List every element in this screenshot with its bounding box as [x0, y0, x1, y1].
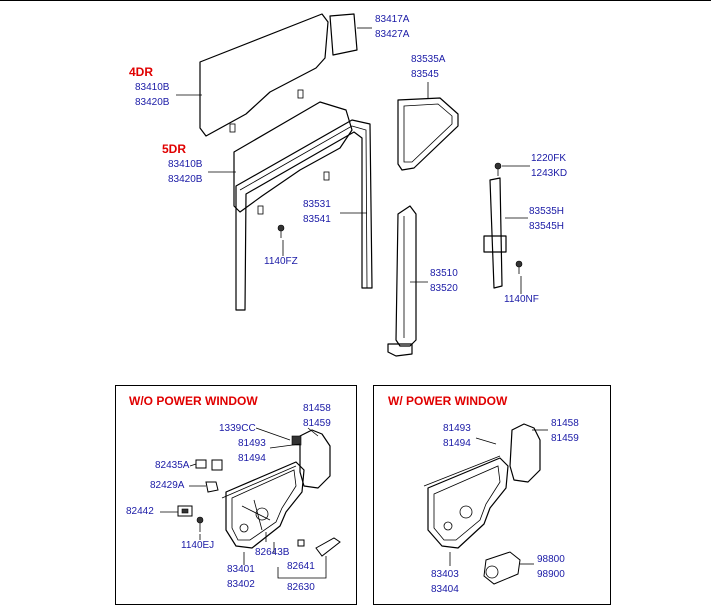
- part-number: 1140NF: [504, 294, 539, 305]
- part-number: 1220FK: [531, 153, 567, 164]
- w-regulator-shape: [423, 423, 548, 585]
- bolt-1140fz-shape: [277, 224, 285, 256]
- bolt-1220-shape: [494, 162, 530, 176]
- label-wo-81458: 81458 81459: [303, 401, 331, 431]
- part-number: 83417A: [375, 14, 410, 25]
- part-number: 83510: [430, 268, 458, 279]
- part-number: 83531: [303, 199, 331, 210]
- label-w-83403: 83403 83404: [431, 567, 459, 597]
- label-wo-82442: 82442: [126, 504, 154, 519]
- part-number: 82435A: [155, 460, 190, 471]
- part-number: 83401: [227, 564, 255, 575]
- part-number: 81493: [443, 423, 471, 434]
- section-5dr: 5DR: [162, 142, 187, 156]
- part-number: 83427A: [375, 29, 410, 40]
- wo-regulator-shape: [160, 427, 341, 579]
- part-number: 83420B: [135, 97, 170, 108]
- top-border: [0, 0, 711, 1]
- part-number: 81459: [303, 418, 331, 429]
- part-number: 83410B: [168, 159, 203, 170]
- run-channel-shape: [235, 119, 373, 311]
- part-number: 82630: [287, 582, 315, 593]
- label-run-channel: 83531 83541: [303, 197, 331, 227]
- label-wo-1339cc: 1339CC: [219, 421, 256, 436]
- label-wo-82429a: 82429A: [150, 478, 184, 493]
- box-wo-power-window: [115, 385, 357, 605]
- part-number: 83545H: [529, 221, 565, 232]
- label-wo-82435a: 82435A: [155, 458, 189, 473]
- part-number: 83545: [411, 69, 439, 80]
- section-wo-power-window: W/O POWER WINDOW: [129, 394, 258, 408]
- label-w-81493: 81493 81494: [443, 421, 471, 451]
- door-glass-5dr-shape: [233, 101, 353, 215]
- label-wo-82641: 82641: [287, 559, 315, 574]
- part-number: 1140FZ: [264, 256, 298, 267]
- part-number: 82641: [287, 561, 315, 572]
- part-number: 83420B: [168, 174, 203, 185]
- part-number: 83402: [227, 579, 255, 590]
- label-channel-h: 83535H 83545H: [529, 204, 564, 234]
- rear-channel-shape: [387, 205, 428, 357]
- part-number: 1243KD: [531, 168, 568, 179]
- part-number: 83404: [431, 584, 459, 595]
- label-glass-5dr: 83410B 83420B: [168, 157, 202, 187]
- part-number: 82643B: [255, 547, 290, 558]
- part-number: 82429A: [150, 480, 185, 491]
- label-wo-1140ej: 1140EJ: [181, 538, 214, 553]
- part-number: 81458: [551, 418, 579, 429]
- label-wo-82643b: 82643B: [255, 545, 289, 560]
- label-quarter-glass: 83417A 83427A: [375, 12, 409, 42]
- box-w-power-window: [373, 385, 611, 605]
- label-bolt-1220: 1220FK 1243KD: [531, 151, 567, 181]
- part-number: 83535H: [529, 206, 565, 217]
- label-w-98800: 98800 98900: [537, 552, 565, 582]
- part-number: 81494: [238, 453, 266, 464]
- section-w-power-window: W/ POWER WINDOW: [388, 394, 508, 408]
- part-number: 81493: [238, 438, 266, 449]
- part-number: 83410B: [135, 82, 170, 93]
- part-number: 81494: [443, 438, 471, 449]
- label-bolt-1140nf: 1140NF: [504, 292, 539, 307]
- label-bolt-1140fz: 1140FZ: [264, 254, 298, 269]
- part-number: 82442: [126, 506, 154, 517]
- part-number: 98800: [537, 554, 565, 565]
- label-wo-82630: 82630: [287, 580, 315, 595]
- part-number: 83403: [431, 569, 459, 580]
- part-number: 1339CC: [219, 423, 256, 434]
- label-glass-4dr: 83410B 83420B: [135, 80, 169, 110]
- section-4dr: 4DR: [129, 65, 154, 79]
- channel-h-shape: [483, 177, 528, 289]
- part-number: 81459: [551, 433, 579, 444]
- part-number: 1140EJ: [181, 540, 215, 551]
- label-wo-81493: 81493 81494: [238, 436, 266, 466]
- quarter-weatherstrip-shape: [397, 82, 459, 171]
- door-glass-4dr-shape: [199, 13, 329, 137]
- label-quarter-weatherstrip: 83535A 83545: [411, 52, 445, 82]
- quarter-glass-shape: [329, 13, 358, 56]
- part-number: 83541: [303, 214, 331, 225]
- part-number: 83520: [430, 283, 458, 294]
- bolt-1140nf-shape: [515, 260, 523, 294]
- part-number: 98900: [537, 569, 565, 580]
- part-number: 83535A: [411, 54, 446, 65]
- part-number: 81458: [303, 403, 331, 414]
- label-rear-channel: 83510 83520: [430, 266, 458, 296]
- label-w-81458: 81458 81459: [551, 416, 579, 446]
- label-wo-83401: 83401 83402: [227, 562, 255, 592]
